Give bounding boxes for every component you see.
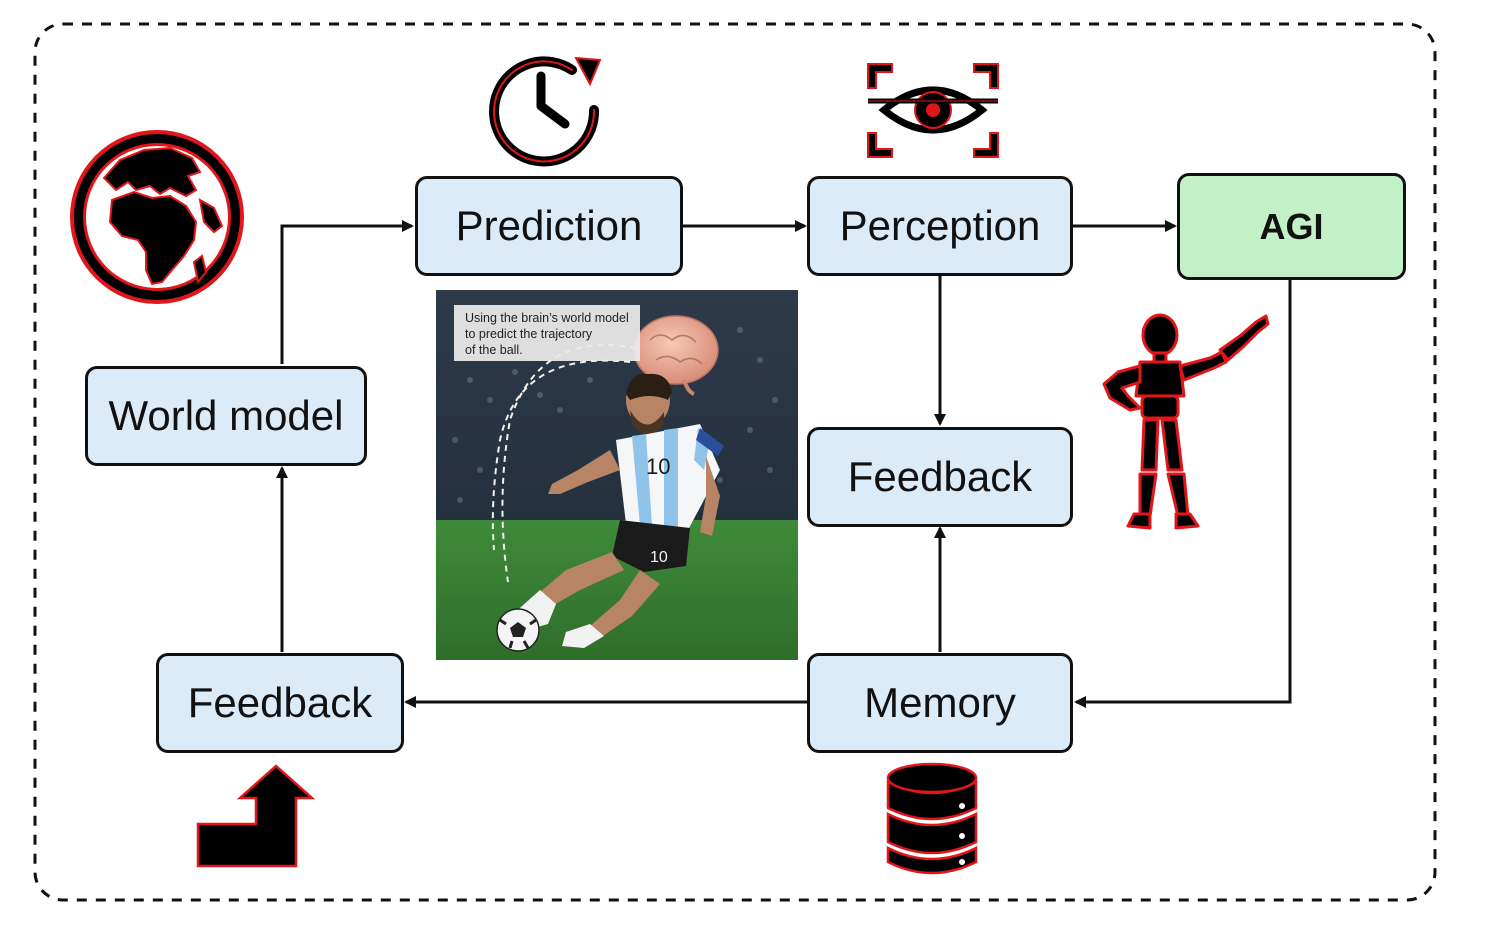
node-feedback-left: Feedback [156,653,404,753]
database-icon [886,762,978,875]
globe-icon [70,130,244,304]
outer-dashed-frame [33,22,1437,902]
node-perception: Perception [807,176,1073,276]
edge-agi-memory [1074,280,1292,708]
node-prediction: Prediction [415,176,683,276]
caption-line-3: of the ball. [465,343,523,357]
illustration-caption: Using the brain’s world model to predict… [454,305,640,361]
node-agi: AGI [1177,173,1406,280]
node-memory: Memory [807,653,1073,753]
node-world-model: World model [85,366,367,466]
edge-worldmodel-prediction [280,220,414,364]
node-feedback-center: Feedback [807,427,1073,527]
soccer-ball [496,608,540,652]
jersey-number-shorts: 10 [650,549,668,566]
clock-refresh-icon [489,56,602,167]
robot-figure-icon [1102,313,1270,530]
caption-line-1: Using the brain’s world model [465,311,629,325]
eye-scan-icon [867,63,999,158]
caption-line-2: to predict the trajectory [465,327,593,341]
turn-up-arrow-icon [196,764,316,868]
jersey-number-shirt: 10 [646,454,670,479]
